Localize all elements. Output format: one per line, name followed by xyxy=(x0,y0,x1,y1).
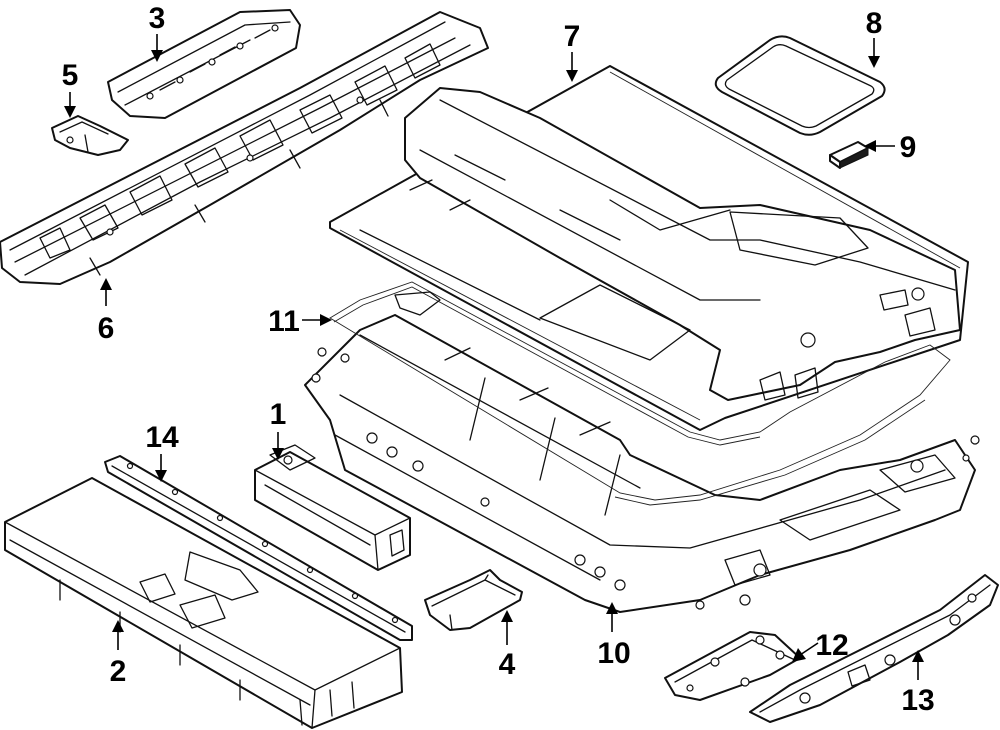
arrow-9 xyxy=(864,140,876,152)
part-6-rail xyxy=(0,11,489,285)
part-8-gasket xyxy=(714,35,886,136)
part-12-plate xyxy=(664,631,801,701)
arrow-14 xyxy=(155,470,167,482)
part-13-crossbar xyxy=(749,574,999,723)
arrow-1 xyxy=(272,448,284,460)
callout-numbers: 1 2 3 4 5 6 7 8 9 10 11 12 13 14 xyxy=(62,2,935,717)
callout-11: 11 xyxy=(268,305,300,338)
part-2-pack xyxy=(4,477,403,729)
callout-12: 12 xyxy=(815,629,848,662)
part-1-module xyxy=(254,444,411,571)
callout-5: 5 xyxy=(62,59,79,92)
arrow-2 xyxy=(112,620,124,632)
callout-3: 3 xyxy=(149,2,166,35)
part-10-battery-tray xyxy=(304,314,980,613)
arrow-10 xyxy=(606,602,618,614)
callout-7: 7 xyxy=(564,20,581,53)
leader-12 xyxy=(799,642,819,656)
part-14-strip xyxy=(104,455,413,641)
part-5-bracket xyxy=(51,115,129,156)
arrow-7 xyxy=(566,70,578,82)
callout-9: 9 xyxy=(900,131,917,164)
part-11-seal xyxy=(329,281,951,506)
callout-14: 14 xyxy=(145,421,179,454)
callout-2: 2 xyxy=(110,655,127,688)
arrow-5 xyxy=(64,106,76,118)
callout-1: 1 xyxy=(270,398,287,431)
callout-6: 6 xyxy=(98,312,115,345)
arrow-12 xyxy=(792,648,806,662)
arrow-8 xyxy=(868,56,880,68)
part-9-block xyxy=(829,141,869,169)
part-7-battery-cover xyxy=(329,65,969,431)
arrow-3 xyxy=(151,50,163,62)
arrow-6 xyxy=(100,278,112,290)
callout-8: 8 xyxy=(866,7,883,40)
callout-10: 10 xyxy=(597,637,630,670)
arrow-11 xyxy=(320,314,332,326)
arrow-4 xyxy=(501,610,513,622)
leader-lines xyxy=(64,34,924,680)
arrow-13 xyxy=(912,650,924,662)
part-4-bracket xyxy=(424,569,523,631)
callout-4: 4 xyxy=(499,648,516,681)
part-3-bracket xyxy=(107,9,301,119)
callout-13: 13 xyxy=(901,684,934,717)
